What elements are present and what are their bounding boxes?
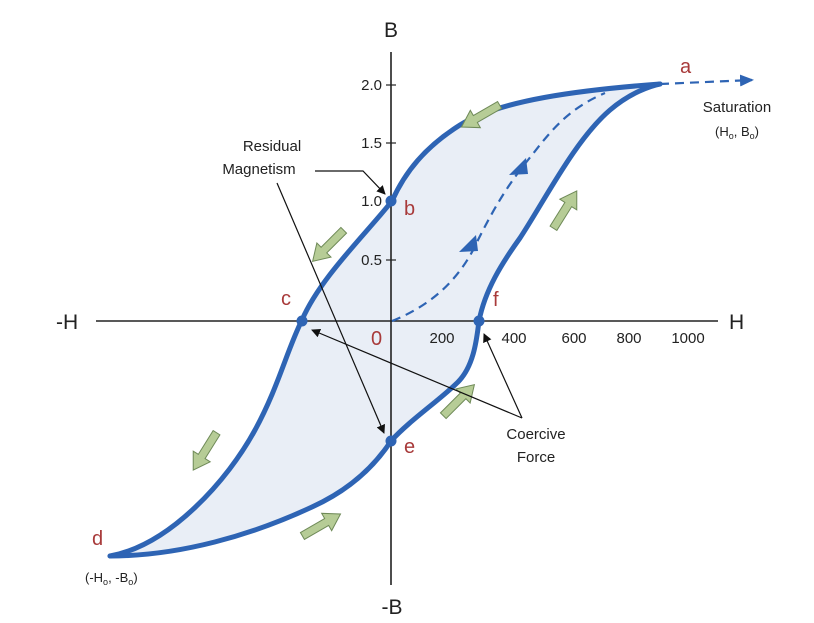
green-arrow-icon (549, 190, 578, 232)
axis-label-neg-h: -H (56, 311, 78, 334)
axis-label-b: B (384, 19, 398, 42)
coercive-leader-to-c (311, 328, 523, 419)
point-label-d: d (92, 528, 103, 550)
point-f-marker (473, 315, 485, 327)
residual-leader-to-e (276, 182, 385, 434)
hysteresis-loop-fill (110, 84, 660, 556)
annotation-leaders (276, 170, 523, 434)
coercive-label-line2: Force (517, 449, 555, 466)
green-arrow-icon (192, 429, 221, 471)
saturation-extension-arrow (659, 74, 754, 87)
point-e-marker (385, 435, 397, 447)
y-tick-label: 0.5 (361, 252, 382, 269)
x-tick-label: 1000 (671, 330, 704, 347)
negative-saturation-coordinates: (-Ho, -Bo) (85, 570, 138, 587)
residual-label-line2: Magnetism (222, 161, 295, 178)
point-label-e: e (404, 436, 415, 458)
point-label-a: a (680, 56, 692, 78)
point-label-b: b (404, 198, 415, 220)
direction-arrows (192, 100, 578, 541)
saturation-title: Saturation (703, 99, 771, 116)
point-b-marker (385, 195, 397, 207)
point-label-f: f (493, 289, 499, 311)
key-points (296, 195, 485, 447)
initial-magnetization-curve (391, 91, 606, 323)
x-tick-label: 200 (429, 330, 454, 347)
residual-label-line1: Residual (243, 138, 301, 155)
origin-label: 0 (371, 328, 382, 350)
curve-direction-arrow-1 (459, 235, 478, 252)
y-tick-label: 2.0 (361, 77, 382, 94)
coercive-label-line1: Coercive (506, 426, 565, 443)
curve-direction-arrow-2 (509, 158, 528, 175)
point-label-c: c (281, 288, 291, 310)
green-arrow-icon (299, 512, 342, 541)
ascending-branch (107, 81, 663, 559)
x-tick-label: 400 (501, 330, 526, 347)
residual-leader-to-b (315, 170, 386, 195)
point-c-marker (296, 315, 308, 327)
x-tick-label: 600 (561, 330, 586, 347)
x-tick-label: 800 (616, 330, 641, 347)
green-arrow-icon (460, 100, 503, 129)
axis-label-h: H (729, 311, 744, 334)
green-arrow-icon (311, 226, 348, 263)
axis-label-neg-b: -B (382, 596, 403, 619)
y-tick-label: 1.5 (361, 135, 382, 152)
y-tick-label: 1.0 (361, 193, 382, 210)
saturation-coordinates: (Ho, Bo) (715, 124, 759, 141)
coercive-leader-to-f (483, 333, 523, 419)
